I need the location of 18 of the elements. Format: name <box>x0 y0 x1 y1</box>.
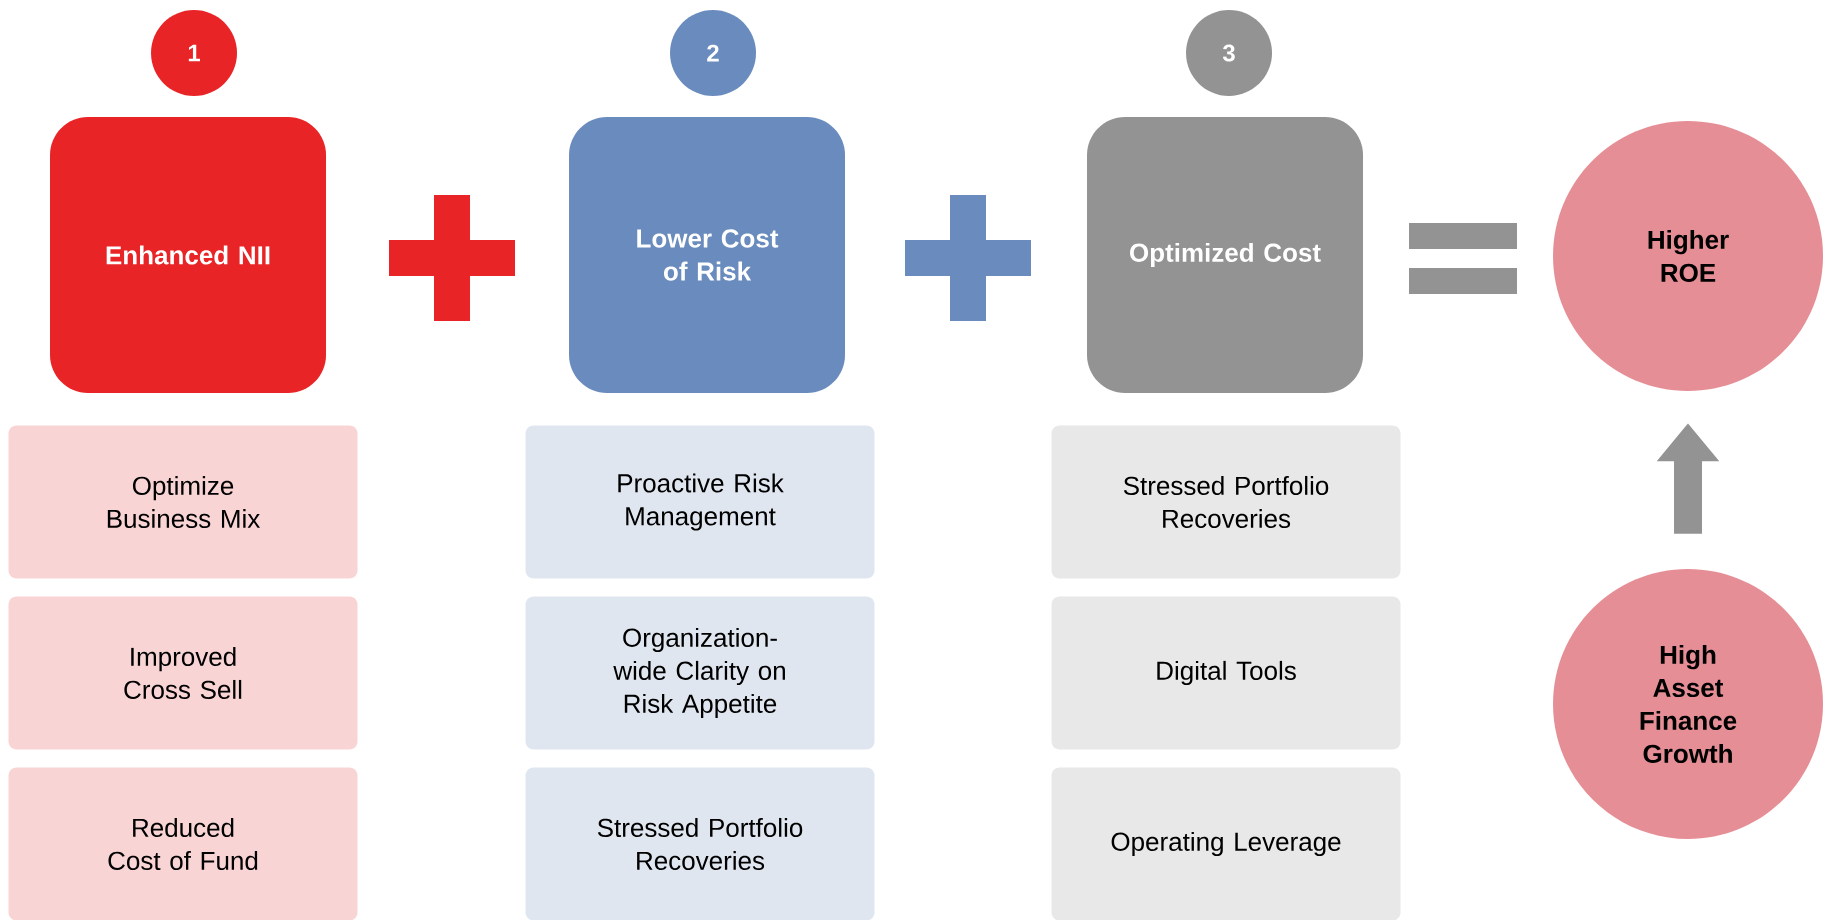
item-box: Proactive Risk Management <box>525 425 875 579</box>
plus-sign <box>905 195 1031 321</box>
item-box: Optimize Business Mix <box>8 425 358 579</box>
item-box: Reduced Cost of Fund <box>8 767 358 920</box>
item-box: Improved Cross Sell <box>8 596 358 750</box>
item-box: Stressed Portfolio Recoveries <box>525 767 875 920</box>
number-badge: 3 <box>1186 10 1272 96</box>
item-box: Operating Leverage <box>1051 767 1401 920</box>
item-box: Organization-wide Clarity on Risk Appetite <box>525 596 875 750</box>
title-box: Optimized Cost <box>1087 117 1363 393</box>
item-box: Digital Tools <box>1051 596 1401 750</box>
equals-sign <box>1409 223 1517 294</box>
plus-sign <box>389 195 515 321</box>
number-badge: 2 <box>670 10 756 96</box>
title-box: Lower Cost of Risk <box>569 117 845 393</box>
title-box: Enhanced NII <box>50 117 326 393</box>
number-badge: 1 <box>151 10 237 96</box>
item-box: Stressed Portfolio Recoveries <box>1051 425 1401 579</box>
